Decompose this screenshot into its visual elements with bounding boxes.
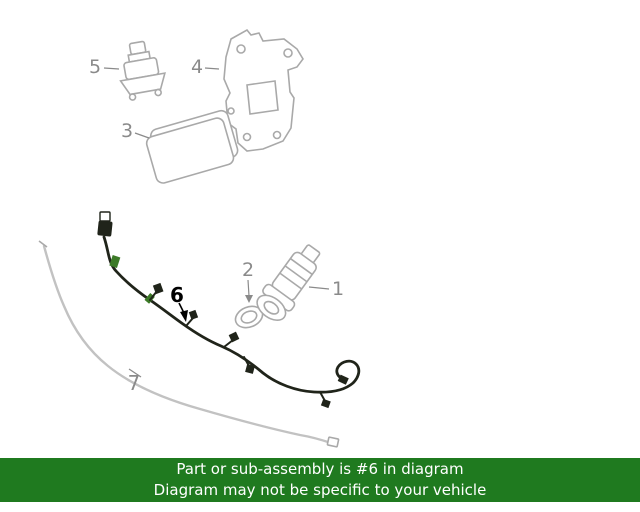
callout-2: 2	[241, 259, 255, 281]
notice-banner-line1: Part or sub-assembly is #6 in diagram	[176, 460, 464, 478]
part-2-grommet-illustration	[234, 305, 264, 329]
notice-banner-line2: Diagram may not be specific to your vehi…	[153, 481, 487, 499]
callout-5: 5	[88, 56, 102, 78]
part-1-sensor-illustration	[256, 244, 321, 321]
parts-illustration	[38, 28, 361, 448]
part-7-hose-illustration	[38, 240, 340, 448]
callout-6-highlighted: 6	[170, 283, 184, 307]
part-5-sensor-illustration	[119, 40, 166, 101]
callout-1: 1	[331, 278, 345, 300]
notice-banner: Part or sub-assembly is #6 in diagram Di…	[0, 458, 640, 502]
part-6-harness-illustration	[97, 211, 361, 409]
part-4-bracket-illustration	[223, 28, 304, 152]
callout-4: 4	[190, 56, 204, 78]
callout-3: 3	[120, 120, 134, 142]
part-3-module-illustration	[145, 109, 239, 184]
callout-7: 7	[127, 371, 141, 395]
callout-leader-lines	[103, 67, 330, 378]
